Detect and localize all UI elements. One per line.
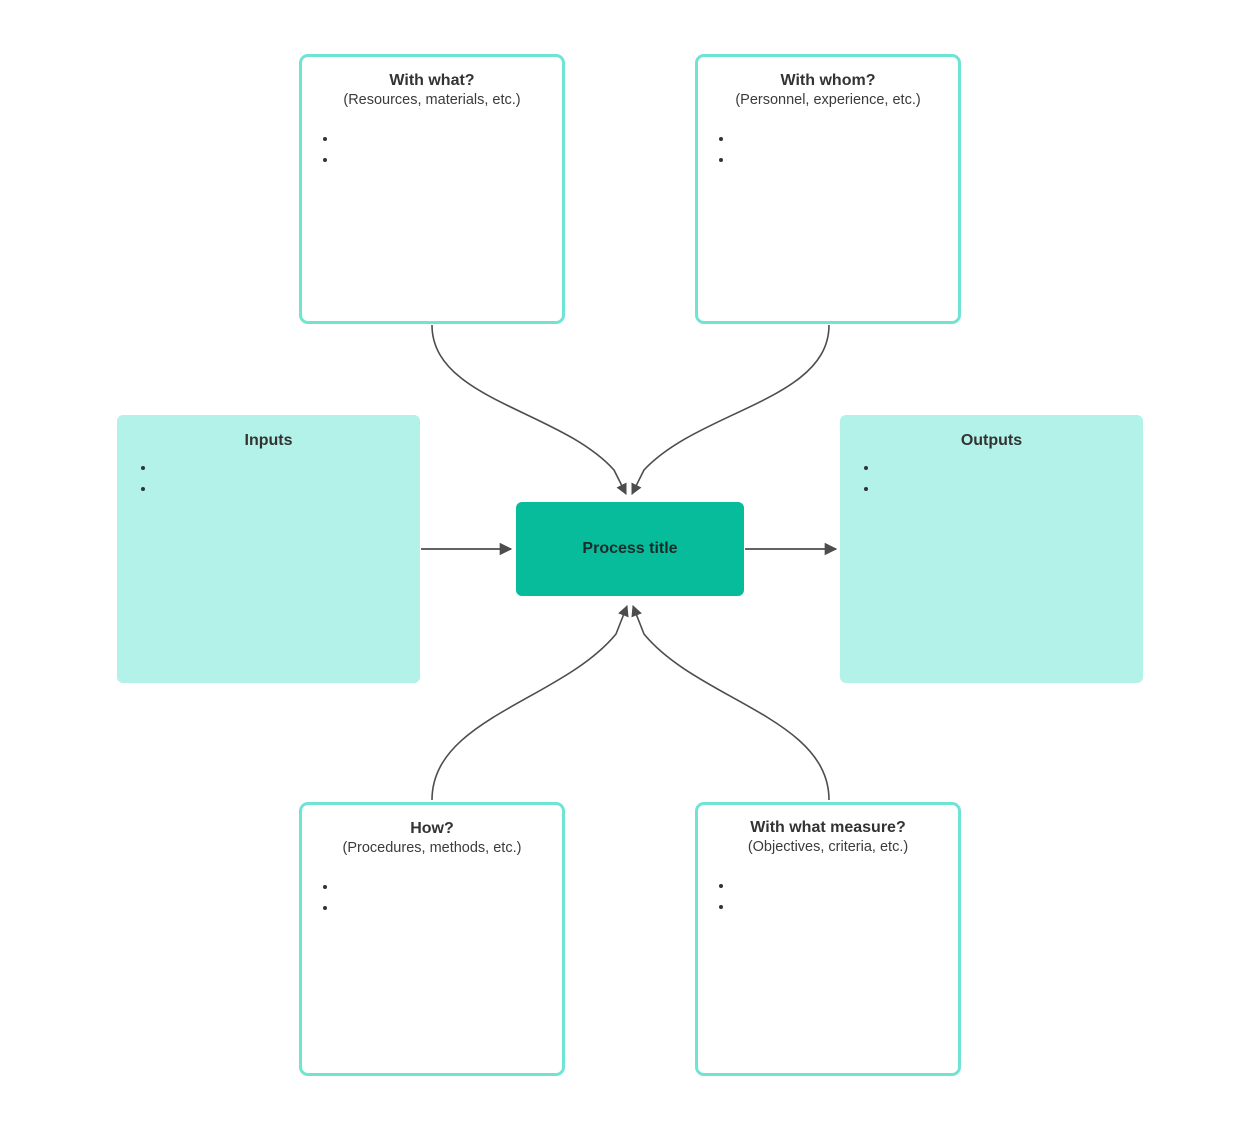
connector-with-measure-to-process (631, 604, 830, 801)
card-bullet-list[interactable] (323, 128, 562, 170)
list-item[interactable] (323, 128, 562, 149)
list-item[interactable] (864, 478, 1143, 499)
card-outputs[interactable]: Outputs (840, 415, 1143, 683)
card-with-what[interactable]: With what? (Resources, materials, etc.) (299, 54, 565, 324)
card-subtitle: (Resources, materials, etc.) (343, 92, 521, 108)
list-item[interactable] (323, 897, 562, 918)
list-item[interactable] (719, 149, 958, 170)
card-subtitle: (Personnel, experience, etc.) (735, 92, 921, 108)
list-item[interactable] (141, 457, 420, 478)
list-item[interactable] (141, 478, 420, 499)
card-how[interactable]: How? (Procedures, methods, etc.) (299, 802, 565, 1076)
card-title: With what measure? (750, 819, 906, 836)
card-header: With what measure? (Objectives, criteria… (698, 805, 958, 857)
list-item[interactable] (323, 149, 562, 170)
card-header: How? (Procedures, methods, etc.) (302, 805, 562, 858)
card-title: How? (410, 820, 454, 837)
process-title: Process title (582, 540, 678, 557)
card-process[interactable]: Process title (516, 502, 744, 596)
connector-with-whom-to-process (631, 324, 830, 496)
card-subtitle: (Procedures, methods, etc.) (342, 840, 522, 856)
list-item[interactable] (323, 876, 562, 897)
card-title: Inputs (244, 432, 293, 449)
card-header: Inputs (117, 415, 420, 451)
card-header: With whom? (Personnel, experience, etc.) (698, 57, 958, 110)
connector-how-to-process (431, 604, 629, 801)
card-header: With what? (Resources, materials, etc.) (302, 57, 562, 110)
card-header: Outputs (840, 415, 1143, 451)
card-title: With what? (389, 72, 475, 89)
list-item[interactable] (719, 875, 958, 896)
card-bullet-list[interactable] (864, 457, 1143, 499)
list-item[interactable] (864, 457, 1143, 478)
card-subtitle: (Objectives, criteria, etc.) (747, 839, 909, 855)
card-bullet-list[interactable] (141, 457, 420, 499)
list-item[interactable] (719, 896, 958, 917)
card-title: Outputs (960, 432, 1023, 449)
card-bullet-list[interactable] (719, 128, 958, 170)
card-with-what-measure[interactable]: With what measure? (Objectives, criteria… (695, 802, 961, 1076)
card-inputs[interactable]: Inputs (117, 415, 420, 683)
connector-with-what-to-process (431, 324, 627, 496)
card-bullet-list[interactable] (719, 875, 958, 917)
card-bullet-list[interactable] (323, 876, 562, 918)
card-with-whom[interactable]: With whom? (Personnel, experience, etc.) (695, 54, 961, 324)
list-item[interactable] (719, 128, 958, 149)
card-title: With whom? (780, 72, 876, 89)
